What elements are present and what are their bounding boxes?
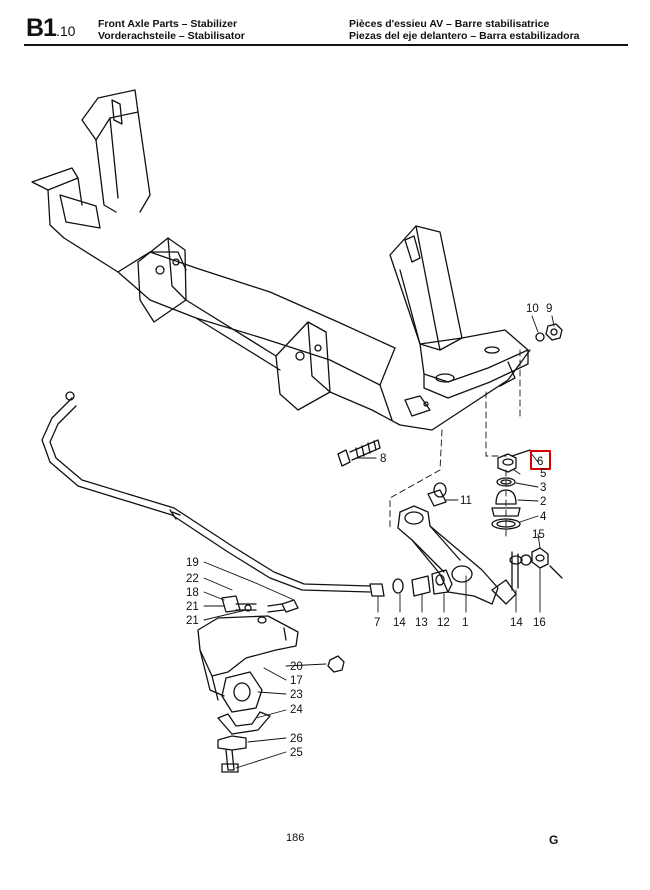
highlight-box-6 bbox=[530, 450, 551, 470]
callout-25: 25 bbox=[290, 747, 303, 759]
assembly-centerlines bbox=[389, 349, 521, 541]
crossmember-illustration bbox=[31, 89, 531, 431]
callout-2: 2 bbox=[540, 496, 546, 508]
callout-12: 12 bbox=[437, 617, 450, 629]
callout-21b: 21 bbox=[186, 615, 199, 627]
callout-22: 22 bbox=[186, 573, 199, 585]
callout-19: 19 bbox=[186, 557, 199, 569]
bracket-assembly-illustration bbox=[197, 595, 345, 773]
callout-26: 26 bbox=[290, 733, 303, 745]
callout-1: 1 bbox=[462, 617, 468, 629]
section-code: B1.10 bbox=[26, 14, 76, 42]
header-rule bbox=[24, 44, 628, 46]
bolt-8-illustration bbox=[337, 439, 381, 467]
nut-15-pin-16-illustration bbox=[520, 547, 563, 579]
leader-lines bbox=[203, 315, 555, 769]
callout-10: 10 bbox=[526, 303, 539, 315]
callout-16: 16 bbox=[533, 617, 546, 629]
title-de: Vorderachsteile – Stabilisator bbox=[98, 30, 245, 42]
callout-11: 11 bbox=[460, 495, 472, 507]
title-es: Piezas del eje delantero – Barra estabil… bbox=[349, 30, 580, 42]
callout-14b: 14 bbox=[510, 617, 523, 629]
bushing-11-illustration bbox=[427, 482, 447, 507]
page-number: 186 bbox=[286, 832, 305, 844]
callout-7: 7 bbox=[374, 617, 380, 629]
callout-14a: 14 bbox=[393, 617, 406, 629]
callout-5: 5 bbox=[540, 468, 546, 480]
title-en: Front Axle Parts – Stabilizer bbox=[98, 18, 238, 30]
callout-18: 18 bbox=[186, 587, 199, 599]
title-fr: Pièces d'essieu AV – Barre stabilisatric… bbox=[349, 18, 550, 30]
callout-labels: 10 9 8 11 6 5 3 2 4 15 19 22 18 21 21 7 … bbox=[186, 303, 552, 759]
callout-6: 6 bbox=[537, 456, 543, 468]
stabilizer-bar-illustration bbox=[41, 391, 385, 597]
callout-4: 4 bbox=[540, 511, 547, 523]
callout-8: 8 bbox=[380, 453, 386, 465]
callout-9: 9 bbox=[546, 303, 552, 315]
callout-15: 15 bbox=[532, 529, 545, 541]
callout-17: 17 bbox=[290, 675, 303, 687]
ball-joint-stack-illustration bbox=[491, 449, 531, 530]
callout-13: 13 bbox=[415, 617, 428, 629]
callout-20: 20 bbox=[290, 661, 303, 673]
link-bushings-illustration bbox=[392, 569, 453, 597]
callout-23: 23 bbox=[290, 689, 303, 701]
callout-24: 24 bbox=[290, 704, 303, 716]
callout-3: 3 bbox=[540, 482, 546, 494]
nut-9-washer-10-illustration bbox=[535, 323, 563, 342]
group-letter: G bbox=[549, 833, 559, 847]
callout-21a: 21 bbox=[186, 601, 199, 613]
